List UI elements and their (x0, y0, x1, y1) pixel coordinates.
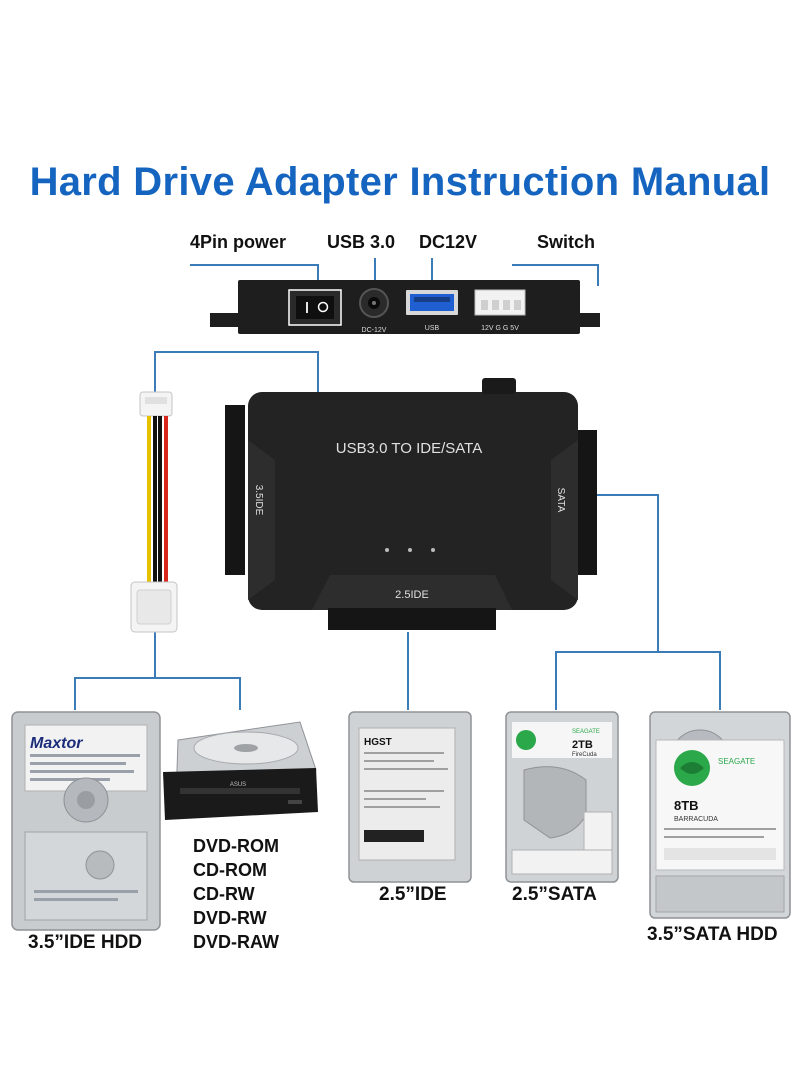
sata-2-5-capacity: 2TB (572, 739, 593, 751)
format-dvd-rom: DVD-ROM (193, 836, 279, 856)
usb-port-icon (406, 290, 458, 315)
maxtor-brand-label: Maxtor (30, 735, 83, 752)
power-switch-icon (288, 289, 342, 326)
adapter-2-5ide-label: 2.5IDE (395, 589, 429, 601)
optical-format-list: DVD-ROM CD-ROM CD-RW DVD-RW DVD-RAW (193, 834, 279, 954)
status-led-2 (408, 548, 412, 552)
port-label-4pin-power: 4Pin power (190, 232, 287, 252)
adapter-model-label: USB3.0 TO IDE/SATA (336, 440, 482, 457)
port-label-usb: USB 3.0 (327, 232, 396, 252)
page-title: Hard Drive Adapter Instruction Manual (29, 160, 771, 204)
sata-3-5-model: BARRACUDA (674, 816, 718, 823)
sata-3-5-capacity: 8TB (674, 798, 699, 813)
label-2-5-ide: 2.5”IDE (379, 884, 447, 905)
sata-3-5-hdd-image: SEAGATE 8TB BARRACUDA (649, 711, 791, 919)
hgst-brand-label: HGST (364, 737, 392, 748)
seagate-brand-label-2-5: SEAGATE (572, 729, 600, 735)
label-3-5-sata-hdd: 3.5”SATA HDD (647, 924, 778, 945)
format-dvd-raw: DVD-RAW (193, 932, 279, 952)
ide-3-5-hdd-image: Maxtor (11, 711, 161, 931)
seagate-brand-label-3-5: SEAGATE (718, 757, 755, 766)
adapter-rear-panel: DC-12V USB 12V G G 5V (210, 280, 600, 334)
sata-2-5-model: FireCuda (572, 752, 597, 758)
molex-power-cable (130, 391, 178, 633)
ide-2-5-hdd-image: HGST (348, 711, 472, 883)
seagate-logo-icon (516, 730, 536, 750)
dvd-drive-image: ASUS (163, 721, 318, 820)
status-led-3 (431, 548, 435, 552)
usb-port-mark: USB (425, 325, 440, 332)
dc-port-mark: DC-12V (362, 327, 387, 334)
adapter-3-5ide-label: 3.5IDE (253, 485, 264, 516)
format-cd-rom: CD-ROM (193, 860, 267, 880)
sata-2-5-hdd-image: SEAGATE 2TB FireCuda (505, 711, 619, 883)
molex-port-icon (474, 289, 526, 316)
label-3-5-ide-hdd: 3.5”IDE HDD (28, 932, 143, 953)
dc-jack-icon (359, 288, 389, 318)
adapter-body: USB3.0 TO IDE/SATA 3.5IDE SATA 2.5IDE (225, 378, 597, 630)
port-label-switch: Switch (537, 232, 596, 252)
asus-brand-label: ASUS (230, 782, 246, 788)
format-dvd-rw: DVD-RW (193, 908, 267, 928)
status-led-1 (385, 548, 389, 552)
format-cd-rw: CD-RW (193, 884, 255, 904)
power-pins-mark: 12V G G 5V (481, 325, 519, 332)
adapter-sata-label: SATA (555, 488, 566, 513)
port-label-dc: DC12V (419, 232, 478, 252)
label-2-5-sata: 2.5”SATA (512, 884, 597, 905)
